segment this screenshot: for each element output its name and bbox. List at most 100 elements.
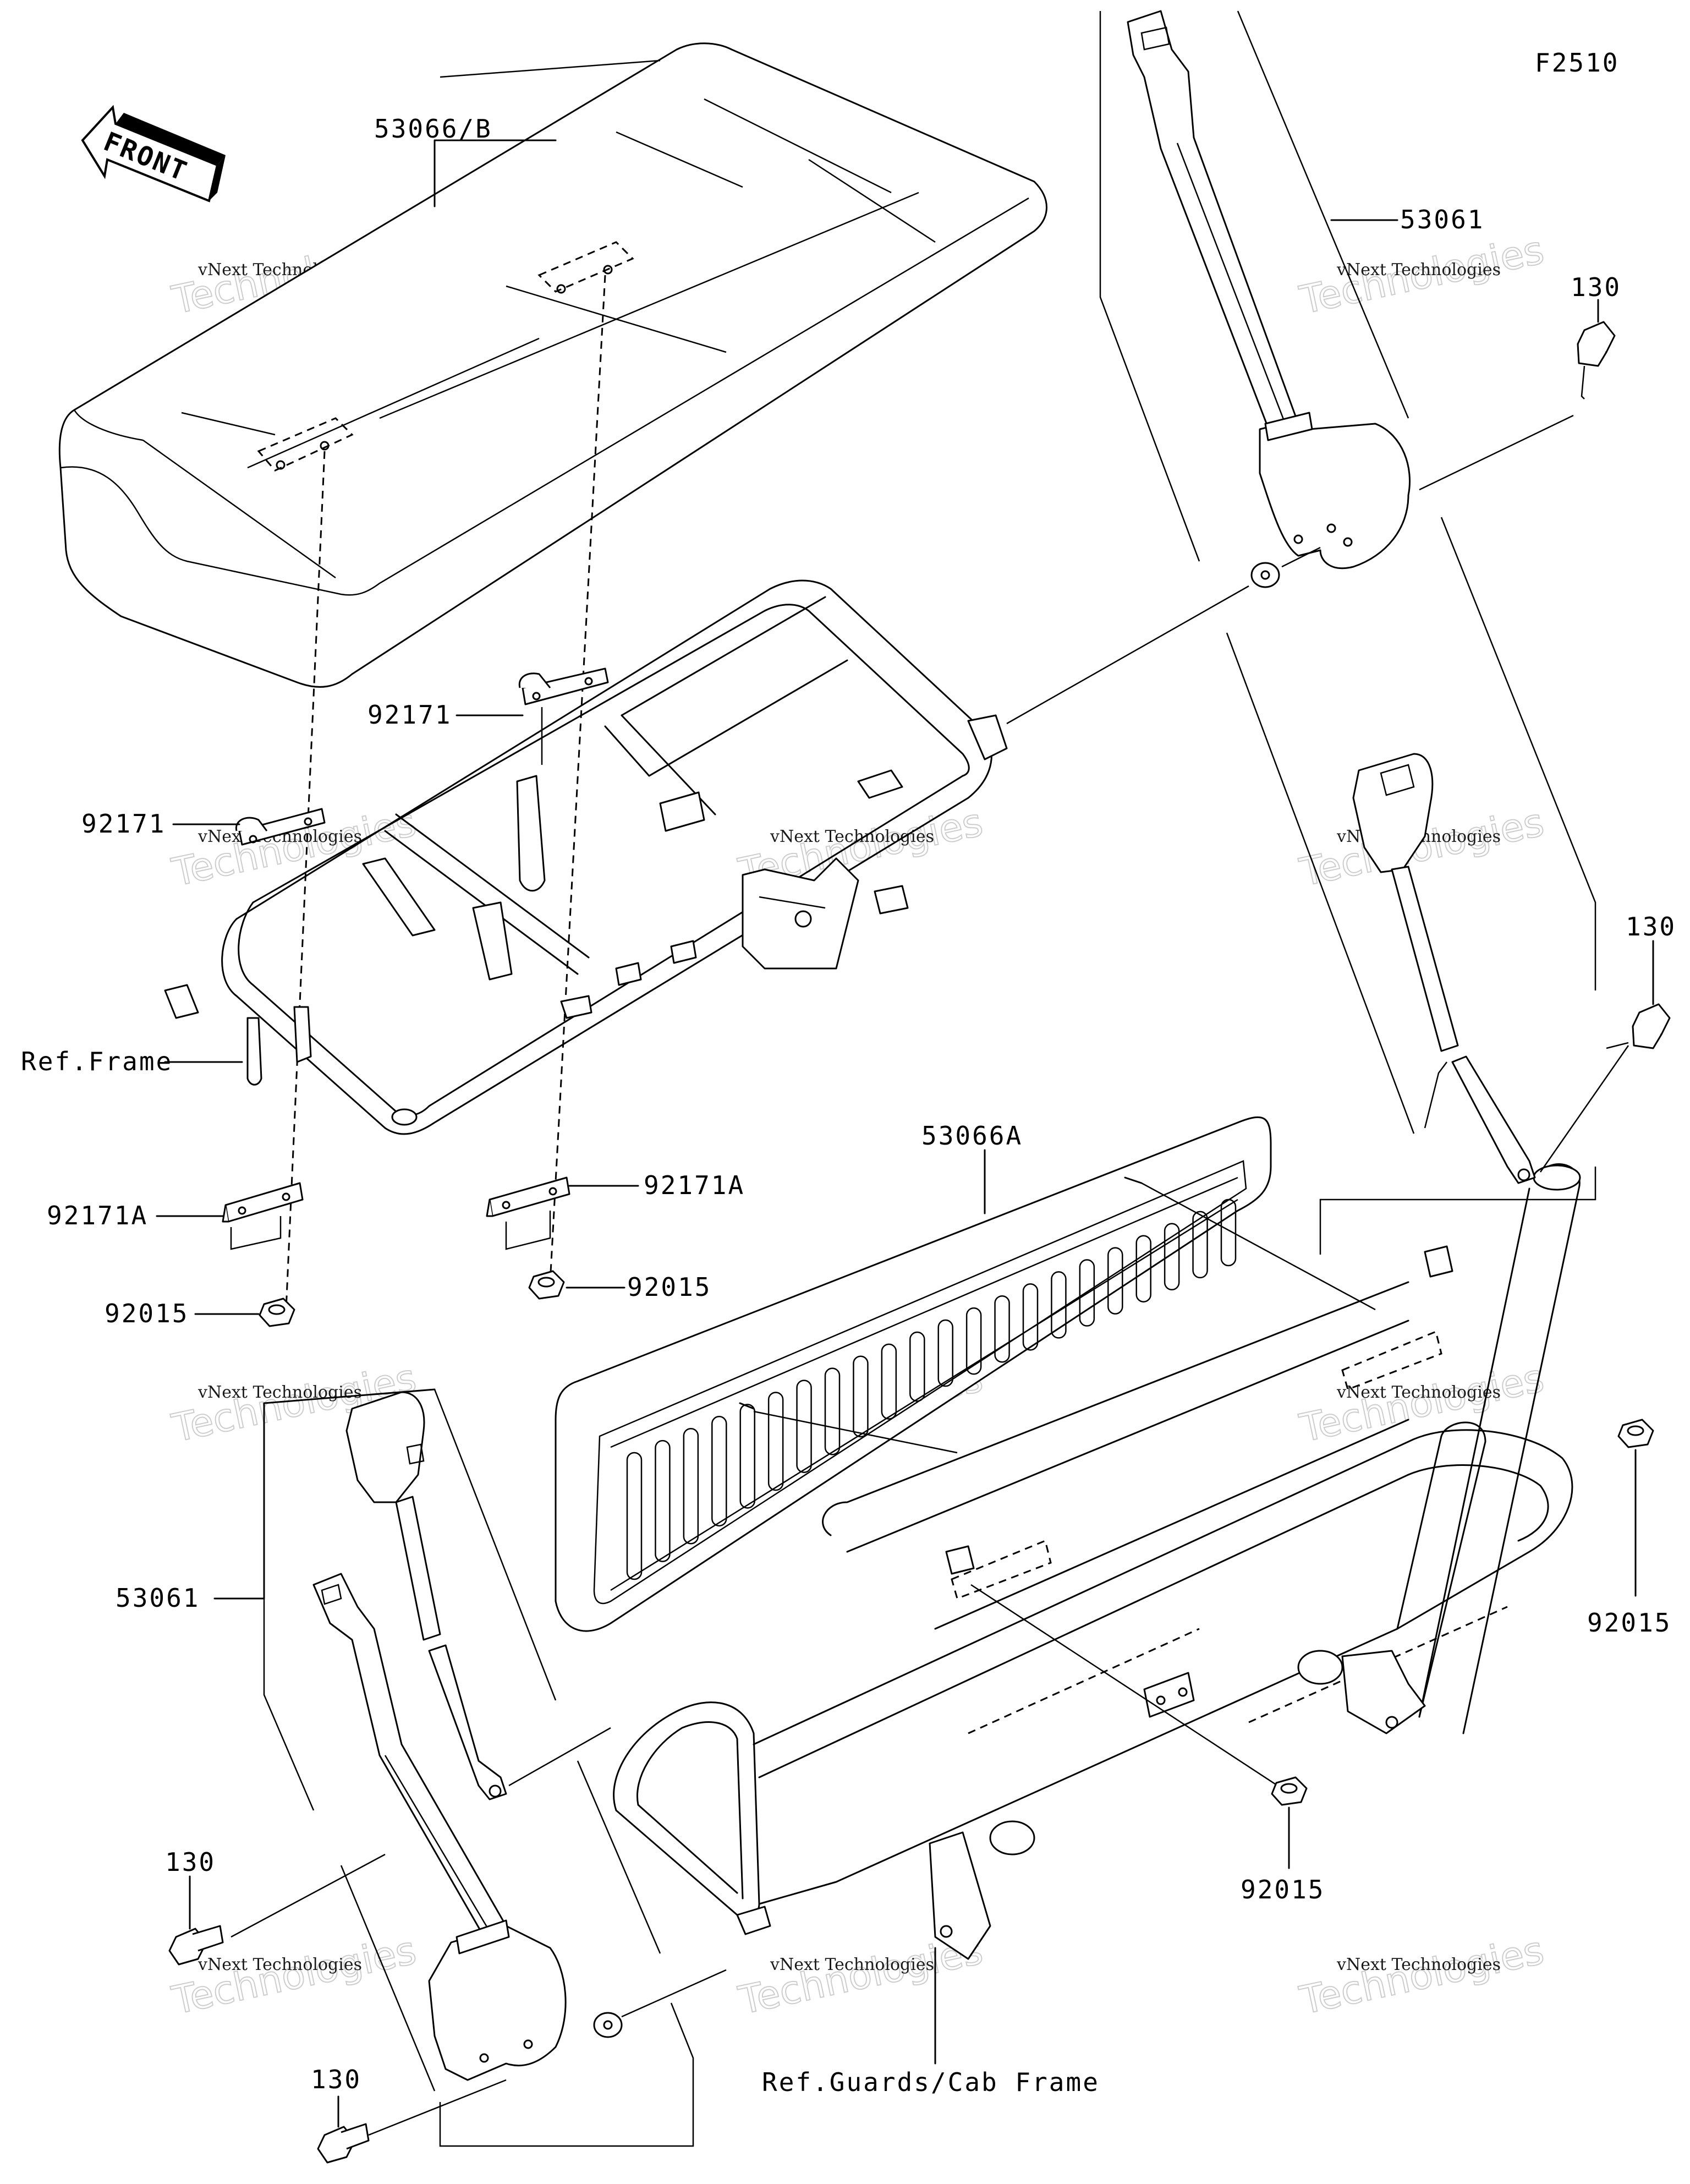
label-53061-right: 53061 bbox=[1400, 205, 1484, 234]
mount-line bbox=[1419, 414, 1574, 491]
group-bound bbox=[1237, 10, 1409, 419]
bracket-92171a-left bbox=[222, 1182, 304, 1250]
backrest-slot bbox=[767, 1392, 784, 1491]
backrest-slot bbox=[881, 1343, 897, 1420]
backrest-slot bbox=[1051, 1271, 1067, 1339]
label-ref-frame: Ref.Frame bbox=[21, 1047, 173, 1076]
washer-hole bbox=[603, 2020, 613, 2030]
backrest-slot bbox=[937, 1319, 953, 1387]
seatbelt-right bbox=[1127, 10, 1411, 570]
bolt-130-right-upper bbox=[1577, 321, 1616, 399]
watermark-large: Technologies bbox=[1296, 1928, 1548, 2023]
label-backrest-53066a: 53066A bbox=[921, 1121, 1023, 1151]
watermark-small: vNext Technologies bbox=[197, 1955, 362, 1974]
cab-frame bbox=[613, 1163, 1581, 1960]
bolt-130-right-middle bbox=[1606, 1003, 1671, 1049]
mount-line bbox=[1281, 546, 1321, 568]
label-92015-right: 92015 bbox=[1587, 1608, 1671, 1638]
seat-cushion bbox=[58, 42, 1047, 688]
watermark-small: vNext Technologies bbox=[770, 827, 934, 846]
alignment-line bbox=[285, 451, 326, 1310]
nut-92015-left bbox=[259, 1298, 295, 1327]
group-bound bbox=[263, 1599, 315, 1811]
backrest-slot bbox=[1107, 1247, 1123, 1315]
leader-tick bbox=[753, 1410, 958, 1454]
front-arrow-icon: FRONT bbox=[81, 105, 226, 202]
label-92015-left: 92015 bbox=[105, 1299, 189, 1328]
label-92171-left: 92171 bbox=[81, 809, 166, 839]
leader-tick bbox=[1141, 1182, 1376, 1311]
backrest-slot bbox=[1135, 1235, 1151, 1302]
watermark-small: vNext Technologies bbox=[197, 1383, 362, 1402]
bolt-130-left-upper bbox=[168, 1925, 224, 1966]
label-seat-53066b: 53066/B bbox=[374, 114, 492, 144]
backrest-slot bbox=[853, 1355, 869, 1438]
stud bbox=[739, 1402, 755, 1410]
stud bbox=[1124, 1176, 1143, 1184]
backrest-slots bbox=[626, 1198, 1237, 1580]
backrest-slot bbox=[655, 1439, 671, 1562]
backrest-slot bbox=[1192, 1211, 1208, 1279]
leader-tick bbox=[970, 1584, 1282, 1789]
label-92171a-left: 92171A bbox=[47, 1201, 148, 1230]
leader-seat bbox=[434, 139, 557, 207]
backrest-slot bbox=[796, 1380, 812, 1473]
mount-line bbox=[1006, 585, 1249, 725]
backrest-slot bbox=[739, 1404, 755, 1509]
nut-92015-lower bbox=[1271, 1776, 1308, 1806]
backrest-slot bbox=[683, 1427, 699, 1545]
bolt-130-left-lower bbox=[317, 2123, 370, 2164]
label-130-right-middle: 130 bbox=[1626, 912, 1676, 942]
seat-frame bbox=[164, 579, 1008, 1135]
mount-line bbox=[1539, 1045, 1629, 1173]
watermark-small: vNext Technologies bbox=[1336, 1383, 1501, 1402]
label-53061-left: 53061 bbox=[116, 1583, 200, 1613]
group-bound bbox=[577, 1760, 661, 1954]
group-bound bbox=[434, 1389, 557, 1701]
group-bound bbox=[1099, 11, 1200, 562]
mount-line bbox=[621, 1969, 727, 2018]
backrest-slot bbox=[965, 1307, 982, 1375]
backrest-slot bbox=[626, 1452, 643, 1580]
nut-92015-right bbox=[1617, 1419, 1654, 1448]
backrest-slot bbox=[1164, 1223, 1180, 1291]
seatbelt-buckle-right bbox=[1352, 753, 1536, 1184]
label-130-left-lower: 130 bbox=[311, 2065, 361, 2094]
label-92171-center: 92171 bbox=[367, 700, 452, 730]
label-ref-guards: Ref.Guards/Cab Frame bbox=[762, 2067, 1100, 2097]
watermark-small: vNext Technologies bbox=[1336, 260, 1501, 280]
backrest-slot bbox=[1022, 1283, 1039, 1351]
group-bound bbox=[1226, 632, 1415, 1134]
figure-code: F2510 bbox=[1535, 48, 1619, 78]
backrest-slot bbox=[824, 1367, 841, 1455]
leader-53061-left bbox=[213, 1388, 436, 1600]
label-130-right-upper: 130 bbox=[1571, 272, 1621, 302]
watermark-small: vNext Technologies bbox=[770, 1955, 934, 1974]
backrest-slot bbox=[909, 1331, 925, 1402]
seatbelt-left bbox=[312, 1391, 567, 2081]
backrest-slot bbox=[994, 1295, 1010, 1363]
washer-hole bbox=[1260, 570, 1270, 580]
watermark-small: vNext Technologies bbox=[1336, 1955, 1501, 1974]
mount-line bbox=[368, 2079, 507, 2136]
label-130-left-upper: 130 bbox=[165, 1847, 216, 1877]
bracket-92171-left bbox=[235, 808, 326, 846]
nut-92015-center bbox=[528, 1270, 565, 1300]
label-92171a-center: 92171A bbox=[644, 1170, 745, 1200]
buckle-cable bbox=[1424, 1061, 1447, 1129]
backrest-slot bbox=[711, 1416, 727, 1527]
label-92015-center: 92015 bbox=[627, 1272, 711, 1302]
bracket-92171a-center bbox=[486, 1176, 570, 1250]
washer bbox=[1250, 562, 1280, 588]
bracket-92171-center bbox=[518, 667, 609, 705]
alignment-line bbox=[549, 275, 606, 1283]
group-bound bbox=[1440, 517, 1596, 990]
group-bound bbox=[340, 1865, 436, 2092]
mount-line bbox=[508, 1727, 611, 1787]
label-92015-lower: 92015 bbox=[1241, 1875, 1325, 1904]
group-bound bbox=[439, 2002, 694, 2147]
group-bound bbox=[1319, 1167, 1596, 1255]
backrest-slot bbox=[1220, 1198, 1237, 1267]
washer bbox=[593, 2012, 623, 2038]
